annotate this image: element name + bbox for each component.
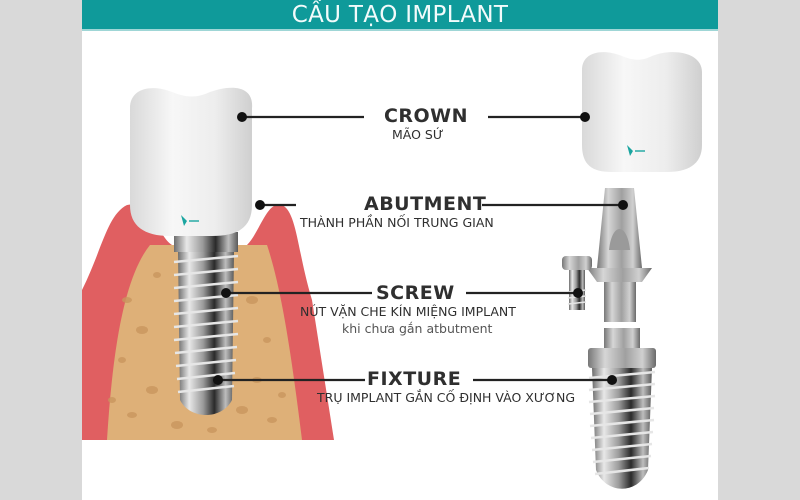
crown-title: CROWN <box>383 105 469 127</box>
screw-note: khi chưa gắn atbutment <box>342 321 493 336</box>
fixture-title: FIXTURE <box>367 368 462 390</box>
infographic-card: CẤU TẠO IMPLANT <box>82 0 718 500</box>
fixture-in-bone <box>173 232 239 415</box>
brand-logo-icon <box>181 215 199 226</box>
implant-illustration <box>82 52 702 489</box>
abutment-description: THÀNH PHẦN NỐI TRUNG GIAN <box>300 215 494 230</box>
brand-logo-icon-2 <box>627 145 645 156</box>
cover-screw-part <box>562 256 592 310</box>
label-fixture: FIXTURE TRỤ IMPLANT GẮN CỐ ĐỊNH VÀO XƯƠN… <box>317 368 607 405</box>
label-abutment: ABUTMENT THÀNH PHẦN NỐI TRUNG GIAN <box>300 193 494 230</box>
label-screw: SCREW NÚT VẶN CHE KÍN MIỆNG IMPLANT khi … <box>300 282 560 336</box>
leader-dots <box>213 112 628 385</box>
fixture-description: TRỤ IMPLANT GẮN CỐ ĐỊNH VÀO XƯƠNG <box>317 390 576 405</box>
fixture-part <box>588 328 656 489</box>
leader-lines <box>218 115 623 382</box>
label-crown: CROWN MÃO SỨ <box>366 105 486 142</box>
abutment-part <box>587 188 652 322</box>
page-title: CẤU TẠO IMPLANT <box>291 1 509 28</box>
crown-part <box>582 52 702 172</box>
screw-description: NÚT VẶN CHE KÍN MIỆNG IMPLANT <box>300 304 516 319</box>
crown-on-implant <box>130 87 253 237</box>
title-bar: CẤU TẠO IMPLANT <box>82 0 718 31</box>
abutment-title: ABUTMENT <box>364 193 487 215</box>
screw-title: SCREW <box>376 282 455 304</box>
crown-description: MÃO SỨ <box>392 127 444 142</box>
